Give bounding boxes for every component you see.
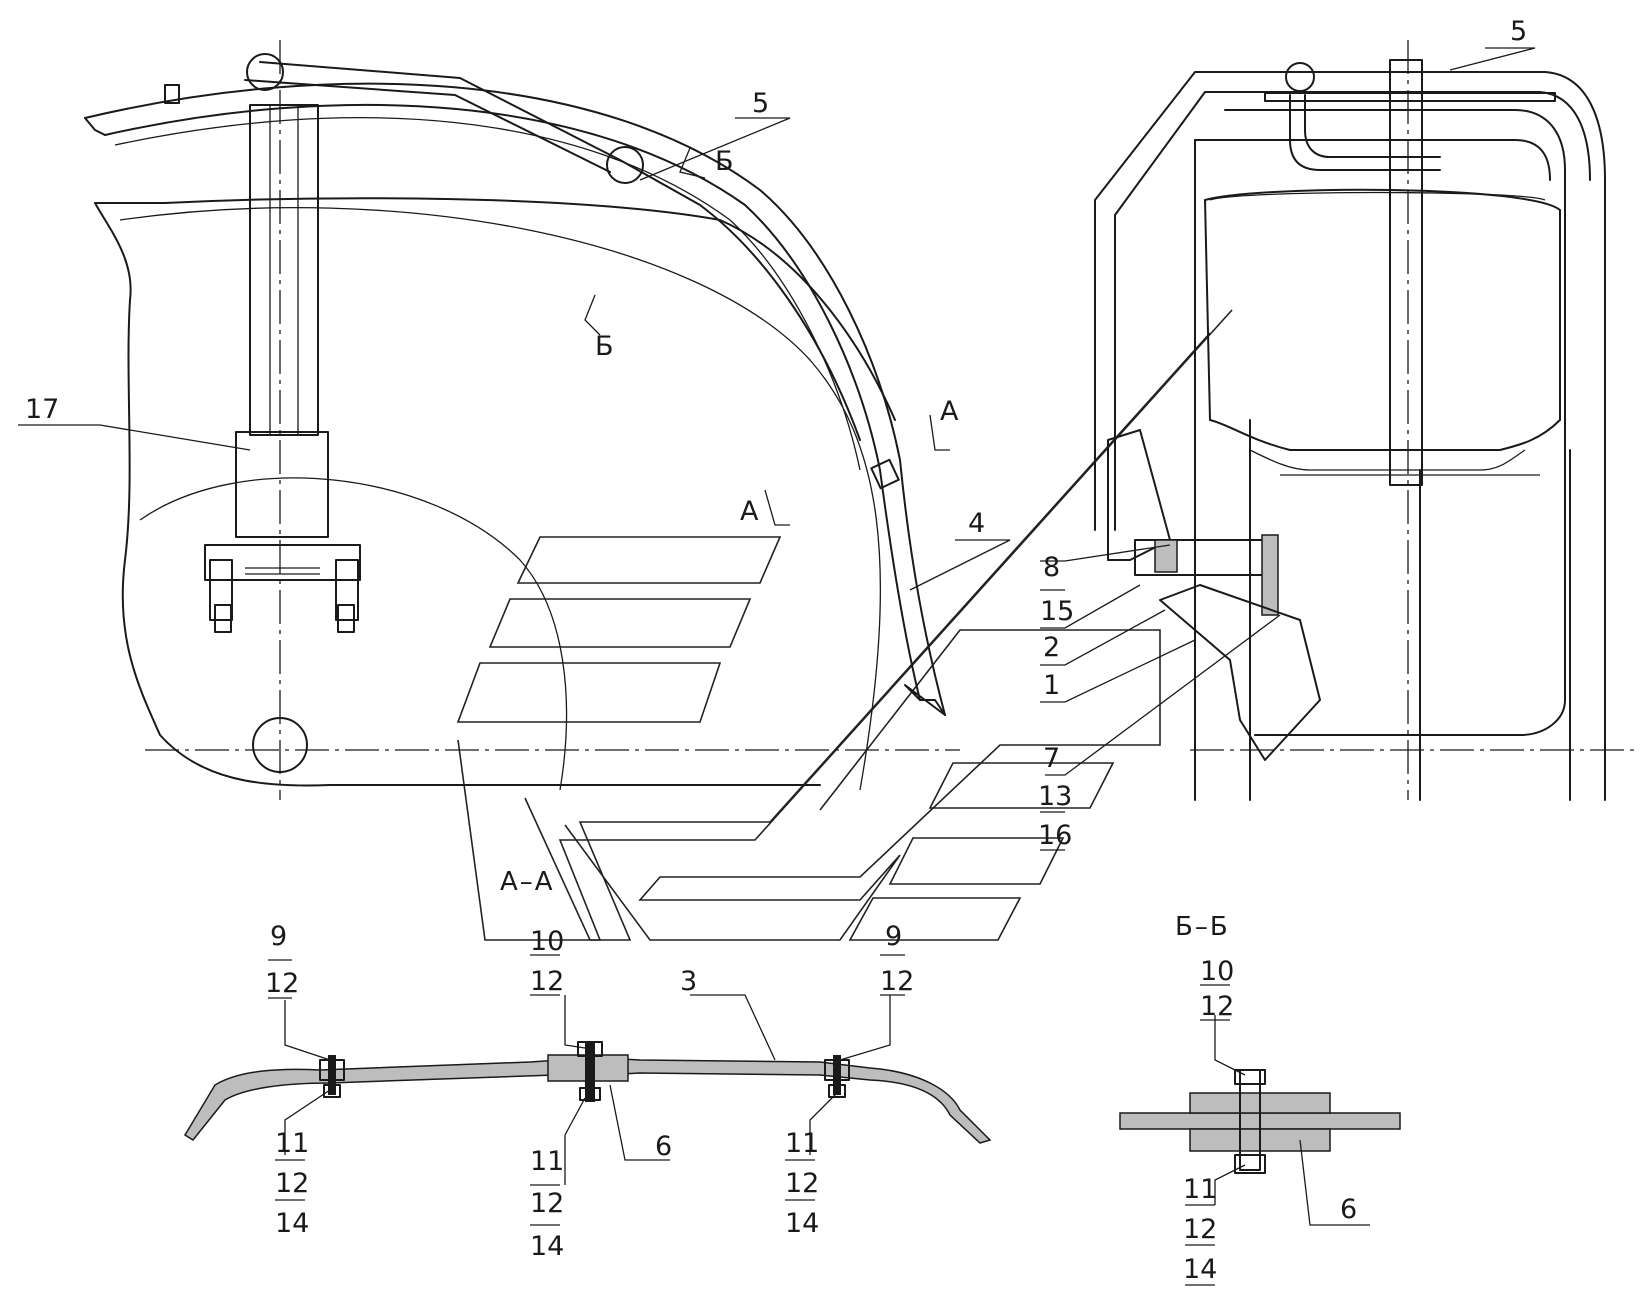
callout-13: 13 — [1038, 781, 1072, 812]
aa-right-9: 9 — [885, 921, 902, 952]
section-bb — [1119, 1069, 1401, 1174]
tire-inner-arc — [119, 207, 881, 791]
fender-inner — [104, 103, 921, 701]
bb-11: 11 — [1183, 1174, 1217, 1205]
bb-callout-6: 6 — [1340, 1194, 1357, 1225]
clamp-a — [870, 458, 900, 490]
aa-callout-3: 3 — [680, 966, 697, 997]
callout-16: 16 — [1038, 820, 1072, 851]
bb-12b: 12 — [1183, 1214, 1217, 1245]
bb-12a: 12 — [1200, 991, 1234, 1022]
rim-arc — [139, 477, 568, 791]
bracket — [204, 544, 361, 581]
post-base — [235, 431, 329, 538]
bb-10: 10 — [1200, 956, 1234, 987]
tire-outline — [94, 197, 896, 421]
fender-flange — [114, 117, 861, 471]
callout-17: 17 — [25, 394, 59, 425]
watermark-logo — [456, 309, 1233, 941]
aa-left-12a: 12 — [265, 968, 299, 999]
aa-right-11: 11 — [785, 1128, 819, 1159]
section-title-aa: А–А — [500, 867, 555, 897]
aa-left-9: 9 — [270, 921, 287, 952]
section-title-bb: Б–Б — [1175, 912, 1230, 942]
side-view — [84, 40, 960, 800]
tire-outline-left — [94, 202, 821, 787]
frame-outer — [1094, 71, 1606, 801]
callout-4: 4 — [968, 508, 985, 539]
aa-right-12a: 12 — [880, 966, 914, 997]
section-aa — [183, 1041, 992, 1144]
spring-plate — [1264, 92, 1556, 102]
post — [249, 104, 319, 436]
hinge-mid — [606, 146, 644, 184]
support-rail — [259, 61, 861, 441]
aa-left-11: 11 — [275, 1128, 309, 1159]
callout-7: 7 — [1043, 743, 1060, 774]
callout-15: 15 — [1040, 596, 1074, 627]
fender-section — [183, 1057, 992, 1144]
aa-left-12b: 12 — [275, 1168, 309, 1199]
fin — [1107, 429, 1171, 561]
aa-mid-10: 10 — [530, 926, 564, 957]
callout-5-mid: 5 — [752, 88, 769, 119]
aa-right-14: 14 — [785, 1208, 819, 1239]
cut-mark-b-2: Б — [715, 146, 734, 177]
callout-1: 1 — [1043, 670, 1060, 701]
aa-mid-12a: 12 — [530, 966, 564, 997]
fender-outer — [84, 82, 946, 716]
leader-lines — [18, 47, 1536, 1286]
cut-mark-a-2: А — [740, 496, 759, 527]
aa-left-14: 14 — [275, 1208, 309, 1239]
aa-mid-11: 11 — [530, 1146, 564, 1177]
callout-2: 2 — [1043, 632, 1060, 663]
bb-14: 14 — [1183, 1254, 1217, 1285]
fender-tip — [904, 684, 946, 716]
cut-mark-a-1: А — [940, 396, 959, 427]
bolt — [1261, 534, 1279, 616]
cut-mark-b-1: Б — [595, 331, 614, 362]
hinge-top — [246, 53, 284, 91]
callout-5-top: 5 — [1510, 16, 1527, 47]
aa-callout-6: 6 — [655, 1131, 672, 1162]
aa-mid-14: 14 — [530, 1231, 564, 1262]
front-view — [1094, 40, 1635, 801]
aa-mid-12b: 12 — [530, 1188, 564, 1219]
linkage — [1159, 584, 1321, 761]
labels: 17 5 5 4 8 15 2 1 7 13 16 А А Б Б А–А Б–… — [25, 16, 1527, 1285]
callout-8: 8 — [1043, 552, 1060, 583]
aa-right-12b: 12 — [785, 1168, 819, 1199]
vertical-bar — [1389, 59, 1423, 486]
tire-front — [1224, 109, 1566, 736]
clip — [164, 84, 180, 104]
tire-upper — [1204, 188, 1561, 451]
